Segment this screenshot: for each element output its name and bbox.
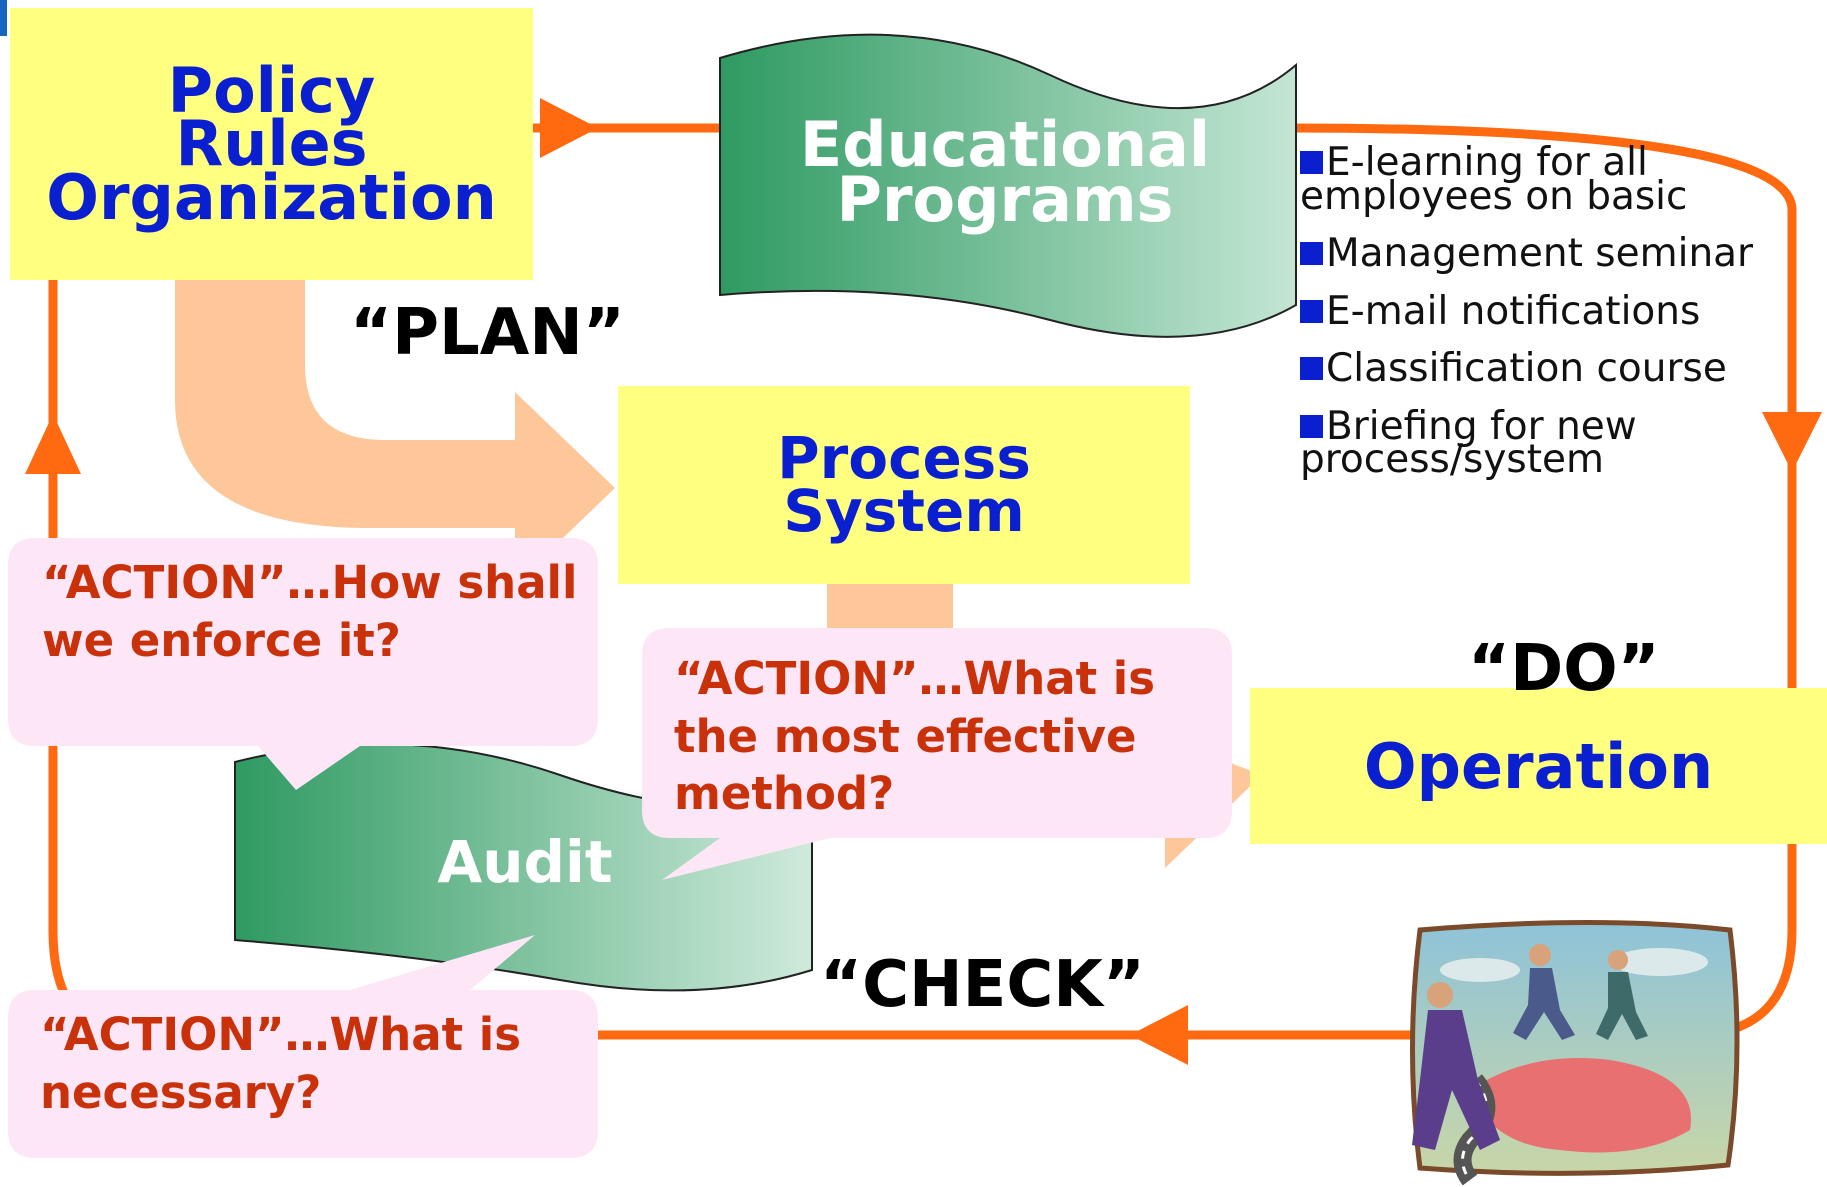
check-phase-label: “CHECK” xyxy=(820,948,1145,1022)
businessmen-running-illustration-icon xyxy=(1410,920,1740,1186)
plan-flow-arrow xyxy=(175,278,615,584)
callout-necessary-bubble xyxy=(8,935,598,1158)
rules-label: Rules xyxy=(175,107,368,181)
callout-necessary-text: “ACTION”…What is necessary? xyxy=(40,1008,521,1119)
callout-enforce-text: “ACTION”…How shall we enforce it? xyxy=(42,556,578,667)
slide-corner-accent xyxy=(0,0,7,36)
educational-program-list: E-learning for all employees on basic Ma… xyxy=(1300,143,1827,501)
square-bullet-icon xyxy=(1300,357,1323,381)
program-item-text: E-learning for all employees on basic xyxy=(1300,140,1688,219)
square-bullet-icon xyxy=(1300,414,1323,438)
callout-method-text: “ACTION”…What is the most effective meth… xyxy=(674,652,1155,821)
process-label: Process xyxy=(777,423,1031,492)
arrow-head-up xyxy=(25,414,81,474)
educational-programs-label: Educational Programs xyxy=(780,108,1230,238)
operation-box: Operation xyxy=(1250,688,1827,844)
arrow-head-down xyxy=(1762,412,1822,472)
square-bullet-icon xyxy=(1300,242,1323,266)
arrow-head-left xyxy=(1130,1005,1188,1065)
program-item-e-learning: E-learning for all employees on basic xyxy=(1300,143,1827,215)
organization-label: Organization xyxy=(46,160,497,234)
educational-label-line: Educational xyxy=(799,108,1211,182)
program-item-text: Briefing for new process/system xyxy=(1300,403,1637,483)
callout-method-bubble xyxy=(642,628,1232,880)
process-to-operation-stem xyxy=(827,582,953,634)
square-bullet-icon xyxy=(1300,151,1323,174)
callout-enforce-bubble xyxy=(8,538,598,790)
programs-label-line: Programs xyxy=(836,163,1174,236)
arrow-head-right xyxy=(540,98,598,158)
square-bullet-icon xyxy=(1300,299,1323,323)
operation-label: Operation xyxy=(1363,729,1714,803)
program-item-email-notifications: E-mail notifications xyxy=(1300,292,1827,331)
program-item-briefing: Briefing for new process/system xyxy=(1300,407,1827,479)
program-item-text: Management seminar xyxy=(1326,231,1754,277)
program-item-text: Classification course xyxy=(1326,346,1727,392)
audit-label-text: Audit xyxy=(437,828,613,896)
policy-rules-organization-box: Policy Rules Organization xyxy=(10,8,533,280)
program-item-text: E-mail notifications xyxy=(1326,288,1701,334)
plan-phase-label: “PLAN” xyxy=(350,296,625,370)
program-item-classification-course: Classification course xyxy=(1300,349,1827,388)
educational-programs-banner xyxy=(719,33,1297,338)
audit-label: Audit xyxy=(400,822,650,902)
policy-label: Policy xyxy=(167,54,376,128)
system-label: System xyxy=(783,477,1025,545)
program-item-management-seminar: Management seminar xyxy=(1300,234,1827,273)
do-phase-label: “DO” xyxy=(1468,632,1660,706)
process-system-box: Process System xyxy=(618,386,1190,584)
